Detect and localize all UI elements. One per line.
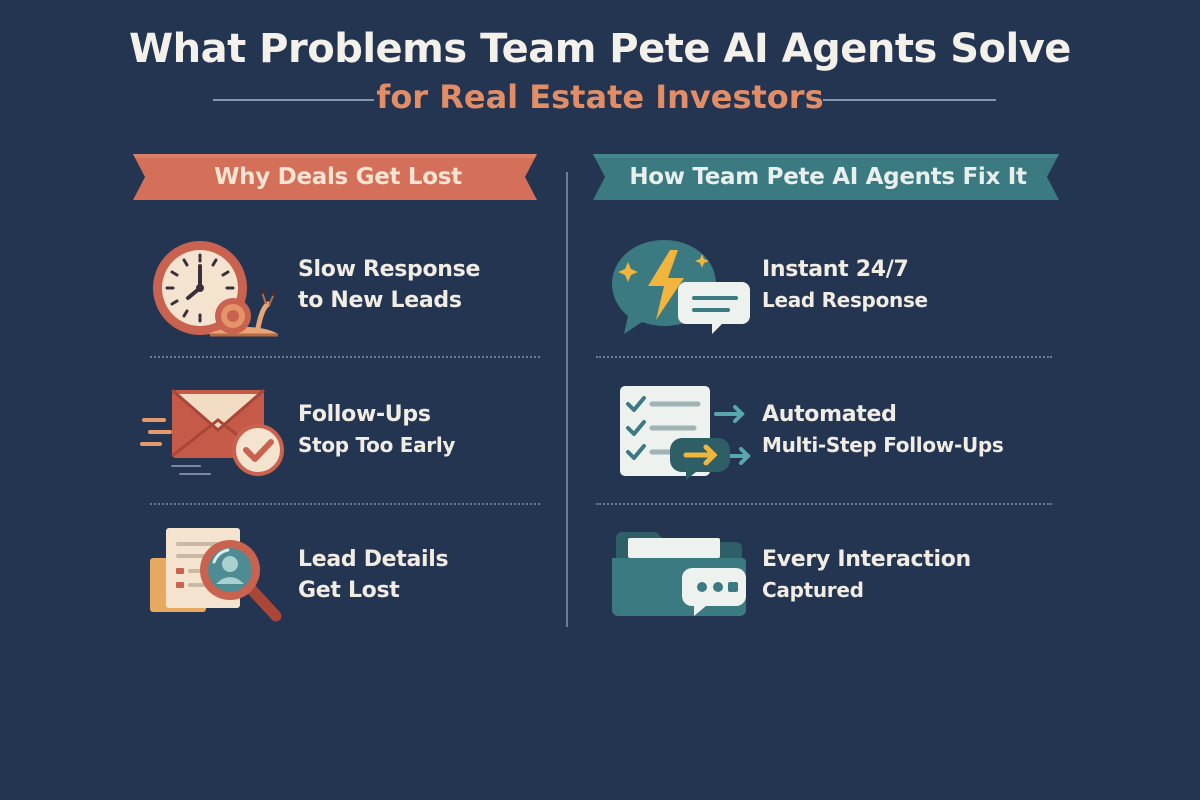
page-subtitle: for Real Estate Investors — [376, 78, 824, 116]
subtitle-right-rule — [823, 99, 996, 101]
left-item-1-text: Slow Response to New Leads — [298, 254, 480, 316]
left-item-1-line2: to New Leads — [298, 288, 462, 313]
page-title: What Problems Team Pete AI Agents Solve — [129, 26, 1071, 72]
right-item-3-line2: Captured — [762, 578, 864, 602]
right-item-2-line2: Multi-Step Follow-Ups — [762, 433, 1004, 457]
right-item-3-line1: Every Interaction — [762, 547, 971, 572]
right-item-1-line2: Lead Response — [762, 288, 928, 312]
left-item-3-text: Lead Details Get Lost — [298, 544, 449, 606]
right-item-2-line1: Automated — [762, 402, 897, 427]
left-row-divider-1 — [150, 356, 540, 358]
subtitle-row: for Real Estate Investors — [0, 78, 1200, 122]
right-row-divider-2 — [596, 503, 1052, 505]
envelope-check-icon — [140, 388, 284, 476]
left-row-divider-2 — [150, 503, 540, 505]
checklist-arrows-icon — [620, 386, 751, 480]
folder-chat-icon — [612, 532, 746, 616]
subtitle-left-rule — [213, 99, 374, 101]
left-column-heading: Why Deals Get Lost — [133, 152, 543, 202]
right-heading-text: How Team Pete AI Agents Fix It — [629, 164, 1027, 190]
right-row-divider-1 — [596, 356, 1052, 358]
clock-snail-icon — [153, 241, 278, 337]
left-item-2-text: Follow-Ups Stop Too Early — [298, 399, 455, 461]
left-item-2-line2: Stop Too Early — [298, 433, 456, 457]
document-magnifier-icon — [150, 528, 282, 622]
lightning-chat-icon — [612, 240, 750, 334]
left-ribbon-shape — [133, 154, 537, 200]
right-column-heading: How Team Pete AI Agents Fix It — [593, 152, 1063, 202]
right-item-1-line1: Instant 24/7 — [762, 257, 909, 282]
left-heading-text: Why Deals Get Lost — [214, 164, 462, 190]
right-item-1-text: Instant 24/7 Lead Response — [762, 254, 928, 316]
left-item-3-line1: Lead Details — [298, 547, 449, 572]
left-item-3-line2: Get Lost — [298, 578, 400, 603]
right-item-3-text: Every Interaction Captured — [762, 544, 971, 606]
right-ribbon-shape — [593, 154, 1059, 200]
left-item-2-line1: Follow-Ups — [298, 402, 431, 427]
left-item-1-line1: Slow Response — [298, 257, 481, 282]
column-divider — [566, 172, 568, 627]
right-item-2-text: Automated Multi-Step Follow-Ups — [762, 399, 1004, 461]
